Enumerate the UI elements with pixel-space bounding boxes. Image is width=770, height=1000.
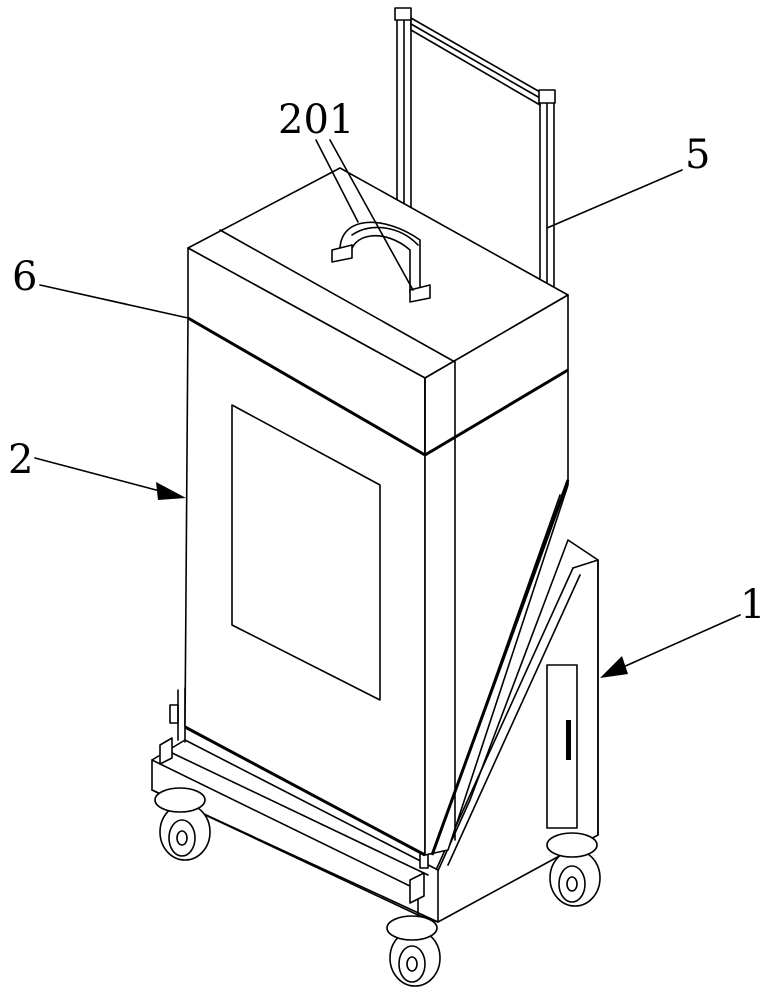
label-1: 1 [740, 582, 765, 628]
label-5: 5 [685, 132, 710, 178]
label-6: 6 [12, 254, 37, 300]
label-2: 2 [8, 437, 33, 483]
cabinet-lid [187, 167, 569, 841]
wheel-front-right [386, 915, 441, 987]
label-201: 201 [278, 97, 354, 143]
carry-handle [331, 221, 431, 303]
cabinet-body [184, 317, 570, 857]
trolley-handle [394, 7, 556, 301]
cart-base [151, 539, 599, 923]
wheel-front-left [154, 787, 211, 861]
leader-lines [34, 139, 741, 678]
wheel-rear-right [546, 832, 601, 907]
